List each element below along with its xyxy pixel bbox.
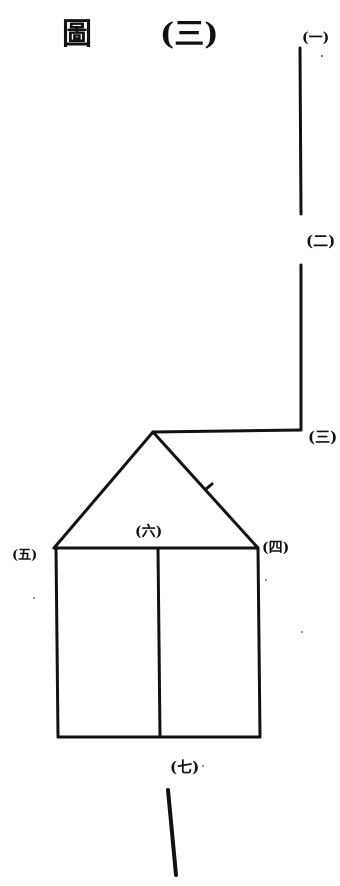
figure-number: (三) bbox=[160, 17, 218, 52]
label-seven: (七) bbox=[170, 758, 199, 776]
label-six: (六) bbox=[135, 523, 162, 540]
label-four: (四) bbox=[262, 540, 289, 556]
speckle bbox=[265, 579, 267, 581]
label-five: (五) bbox=[12, 548, 37, 563]
figure-title: 圖 bbox=[62, 17, 92, 52]
box-right-side bbox=[256, 546, 262, 739]
roof-left-edge bbox=[52, 430, 155, 550]
speckle bbox=[301, 631, 303, 633]
label-three: (三) bbox=[308, 428, 337, 446]
label-one: (一) bbox=[302, 30, 329, 46]
speckle bbox=[33, 597, 35, 599]
speckle bbox=[202, 765, 204, 767]
box-left-side bbox=[54, 546, 60, 739]
speckle bbox=[321, 55, 323, 57]
segment-three-apex bbox=[151, 428, 303, 434]
segment-one-two bbox=[298, 46, 303, 216]
roof-tick bbox=[204, 482, 214, 491]
label-two: (二) bbox=[306, 232, 335, 250]
center-line-lower bbox=[166, 788, 178, 877]
center-line-upper bbox=[156, 546, 162, 739]
